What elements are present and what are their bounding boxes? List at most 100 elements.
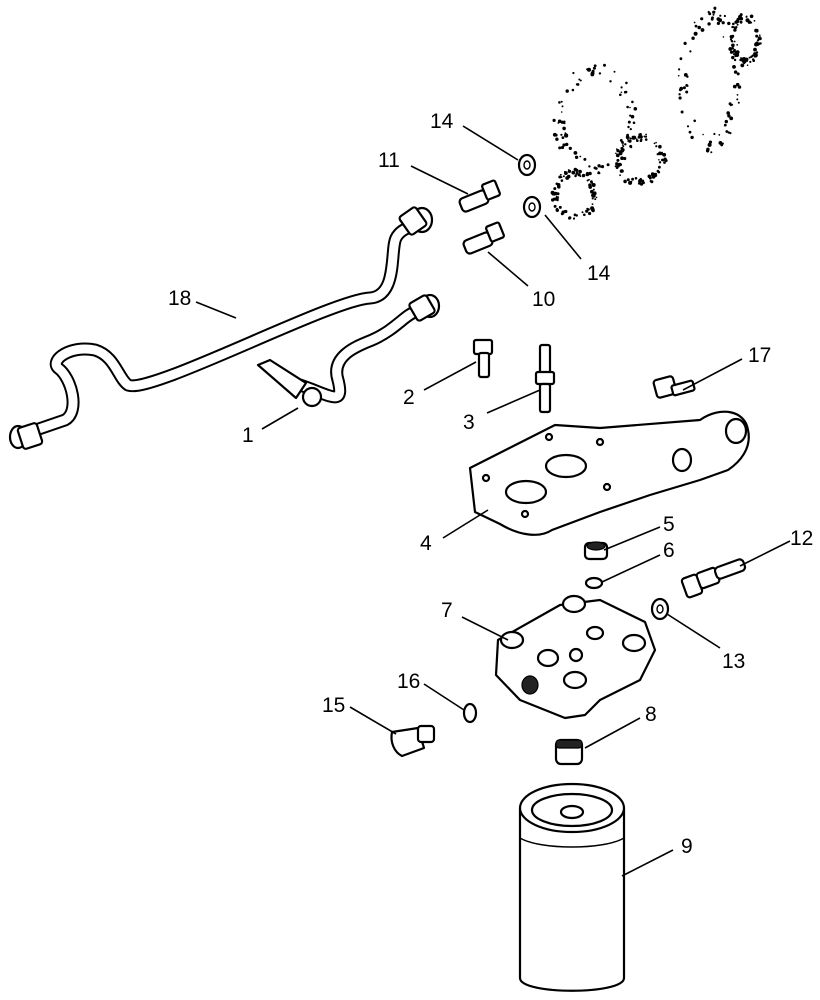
engine-speckle — [644, 138, 648, 141]
engine-speckle — [573, 218, 575, 220]
engine-speckle — [678, 96, 682, 100]
plug-5 — [583, 541, 609, 561]
engine-speckle — [588, 211, 592, 216]
engine-speckle — [680, 110, 684, 114]
engine-speckle — [740, 63, 745, 68]
engine-speckle — [560, 120, 564, 124]
engine-speckle — [750, 55, 753, 58]
engine-speckle — [620, 146, 624, 151]
engine-speckle — [741, 59, 745, 63]
engine-speckle — [658, 159, 660, 161]
engine-speckle — [633, 107, 638, 111]
stud-3 — [534, 343, 556, 414]
engine-speckle — [736, 44, 739, 46]
engine-speckle — [571, 88, 575, 92]
engine-speckle — [718, 134, 721, 136]
engine-speckle — [751, 54, 754, 57]
engine-speckle — [735, 51, 738, 54]
engine-speckle — [617, 162, 620, 166]
engine-speckle — [568, 216, 572, 220]
engine-speckle — [585, 209, 589, 213]
engine-speckle — [591, 197, 594, 200]
engine-speckle — [707, 22, 711, 26]
engine-speckle — [735, 21, 738, 24]
engine-speckle — [636, 139, 639, 142]
engine-speckle — [658, 151, 662, 156]
engine-speckle — [700, 28, 705, 32]
engine-speckle — [623, 156, 627, 161]
engine-speckle — [561, 105, 564, 108]
engine-speckle — [579, 175, 582, 178]
engine-speckle — [624, 90, 628, 94]
engine-speckle — [683, 73, 688, 77]
engine-speckle — [598, 171, 601, 175]
filter-cartridge-9 — [518, 782, 626, 992]
engine-speckle — [731, 55, 735, 60]
engine-speckle — [690, 135, 694, 140]
engine-speckle — [615, 152, 617, 155]
engine-speckle — [726, 111, 730, 115]
engine-speckle — [693, 21, 696, 24]
engine-speckle — [641, 181, 645, 185]
engine-speckle — [759, 42, 762, 45]
engine-speckle — [619, 169, 624, 173]
engine-speckle — [575, 83, 579, 86]
engine-speckle — [677, 74, 680, 77]
engine-speckle — [586, 207, 589, 210]
fitting-10 — [462, 221, 505, 255]
engine-speckle — [557, 119, 562, 124]
engine-speckle — [682, 86, 686, 90]
engine-speckle — [588, 171, 592, 176]
engine-speckle — [731, 34, 735, 38]
engine-speckle — [555, 137, 559, 141]
engine-speckle — [588, 183, 592, 187]
engine-speckle — [663, 153, 667, 156]
engine-speckle — [694, 24, 698, 28]
elbow-fitting-15 — [390, 724, 436, 758]
engine-speckle — [555, 207, 559, 211]
engine-speckle — [565, 176, 570, 180]
engine-speckle — [591, 203, 594, 206]
engine-speckle — [624, 143, 627, 146]
engine-speckle — [574, 155, 579, 159]
engine-speckle — [737, 85, 742, 89]
engine-speckle — [755, 41, 759, 45]
engine-speckle — [707, 142, 712, 147]
callout-2: 2 — [403, 386, 415, 409]
callout-8: 8 — [645, 703, 657, 726]
engine-speckle — [716, 17, 721, 21]
engine-speckle — [734, 86, 737, 89]
engine-speckle — [736, 94, 739, 96]
engine-speckle — [567, 169, 572, 173]
engine-speckle — [613, 70, 616, 73]
engine-speckle — [739, 20, 743, 24]
engine-speckle — [627, 138, 629, 141]
engine-speckle — [658, 144, 662, 149]
engine-speckle — [727, 21, 731, 26]
callout-18: 18 — [168, 287, 191, 310]
engine-speckle — [679, 57, 683, 61]
engine-speckle — [583, 213, 586, 217]
engine-speckle — [606, 163, 610, 167]
engine-speckle — [630, 146, 633, 149]
engine-speckle — [592, 194, 596, 198]
engine-speckle — [576, 171, 579, 174]
engine-reference-outline — [550, 6, 762, 220]
engine-speckle — [752, 58, 755, 61]
engine-speckle — [614, 165, 617, 168]
engine-speckle — [735, 82, 740, 87]
washer-14-upper — [517, 153, 537, 177]
callout-15: 15 — [322, 694, 345, 717]
engine-speckle — [562, 175, 565, 178]
engine-speckle — [753, 20, 756, 22]
engine-speckle — [754, 29, 758, 33]
engine-speckle — [591, 208, 595, 213]
engine-speckle — [629, 128, 632, 131]
engine-speckle — [556, 199, 559, 202]
engine-speckle — [708, 12, 712, 16]
engine-speckle — [733, 48, 736, 51]
engine-speckle — [712, 13, 715, 16]
engine-speckle — [562, 212, 565, 215]
engine-speckle — [591, 190, 594, 193]
